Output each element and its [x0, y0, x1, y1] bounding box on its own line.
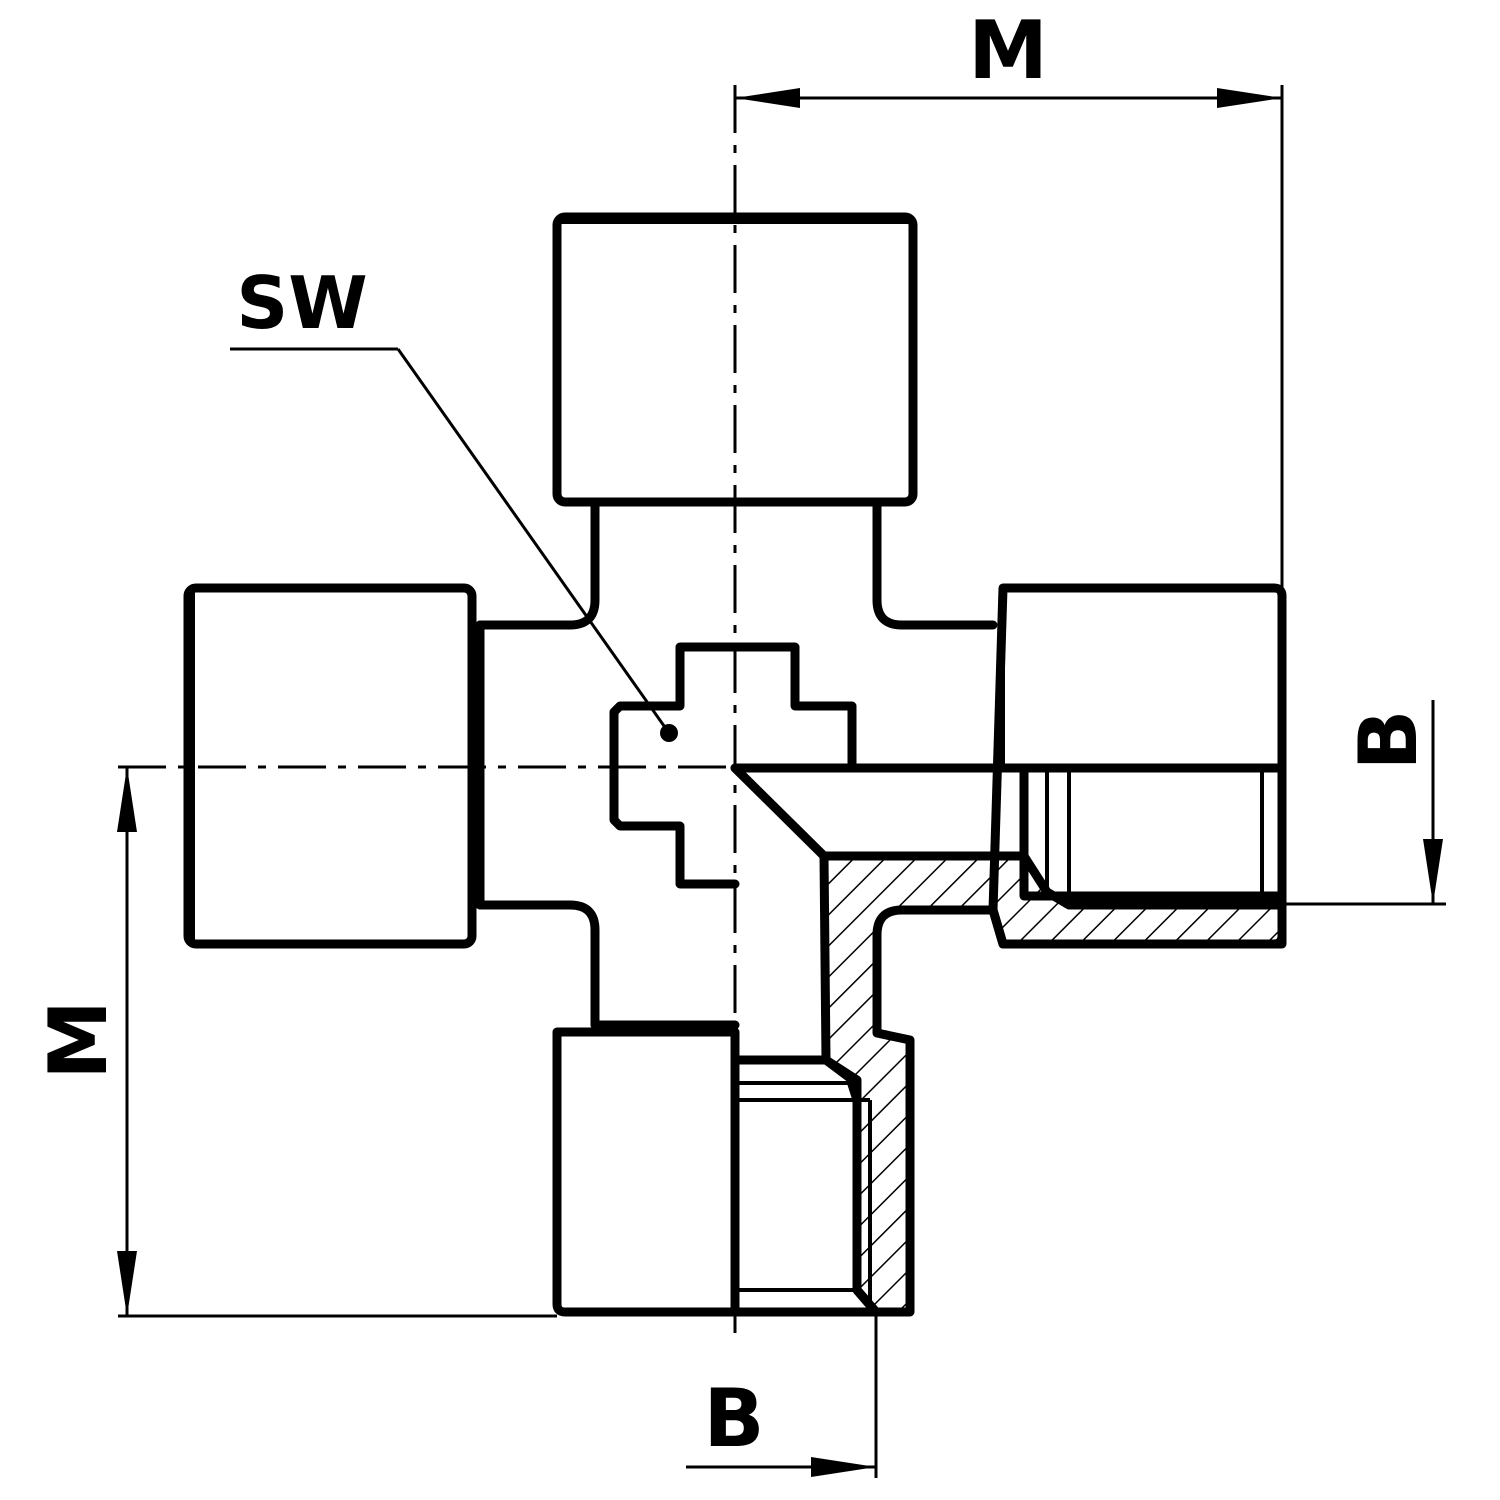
bottom-port — [552, 1027, 740, 1317]
sw-callout: SW — [230, 261, 671, 734]
sw-label: SW — [236, 261, 367, 345]
dimension-m-top: M — [735, 4, 1284, 588]
bottom-bore-section — [730, 1055, 881, 1317]
dimension-m-left-label: M — [32, 1000, 125, 1080]
dimension-b-right-label: B — [1342, 710, 1435, 771]
dimension-b-bottom-label: B — [704, 1372, 765, 1465]
right-bore-section — [1019, 763, 1287, 901]
hatched-wall — [819, 851, 1287, 1317]
dimension-m-top-label: M — [968, 4, 1048, 97]
internal-bore-edge — [730, 763, 829, 861]
dimension-b-bottom: B — [686, 1312, 878, 1478]
dimension-m-left: M — [32, 767, 557, 1318]
section-view — [730, 763, 1287, 1317]
fitting-body — [183, 212, 1287, 1317]
center-lines — [118, 85, 1295, 1335]
dimension-b-right: B — [1282, 700, 1446, 906]
